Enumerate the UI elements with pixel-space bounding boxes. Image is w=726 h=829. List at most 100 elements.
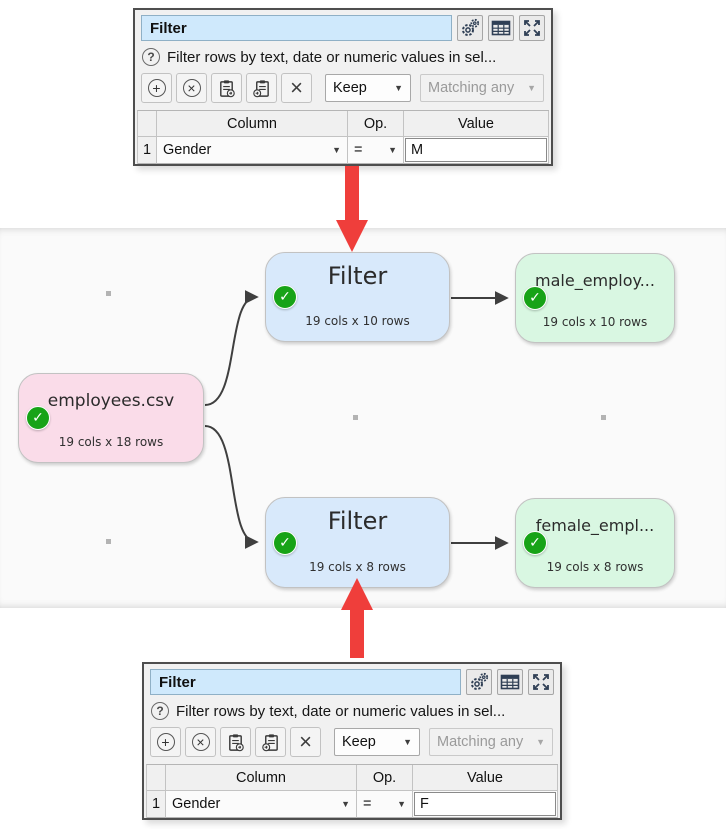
grid-dot — [353, 415, 358, 420]
node-filter-male[interactable]: ✓ Filter 19 cols x 10 rows — [265, 252, 450, 342]
node-size-label: 19 cols x 18 rows — [58, 435, 164, 449]
plus-circle-icon: + — [147, 79, 166, 97]
column-select[interactable]: Gender ▼ — [157, 137, 348, 164]
panel-help-row: ? Filter rows by text, date or numeric v… — [144, 699, 560, 726]
expand-button[interactable] — [528, 669, 554, 695]
node-employees-csv[interactable]: ✓ employees.csv 19 cols x 18 rows — [18, 373, 204, 463]
keep-remove-select[interactable]: Keep ▼ — [325, 74, 411, 102]
node-size-label: 19 cols x 10 rows — [542, 315, 648, 329]
node-title: female_empl... — [535, 516, 655, 535]
grid-dot — [601, 415, 606, 420]
show-table-button[interactable] — [488, 15, 514, 41]
panel-titlebar: Filter — [135, 10, 551, 45]
copy-rows-button[interactable] — [220, 727, 251, 757]
grid-dot — [106, 539, 111, 544]
add-row-button[interactable]: + — [141, 73, 172, 103]
op-select-value: = — [363, 796, 372, 812]
column-select[interactable]: Gender ▼ — [166, 791, 357, 818]
expand-button[interactable] — [519, 15, 545, 41]
op-select[interactable]: = ▼ — [357, 791, 413, 818]
keep-remove-value: Keep — [342, 734, 376, 750]
add-row-button[interactable]: + — [150, 727, 181, 757]
node-size-label: 19 cols x 8 rows — [546, 560, 644, 574]
corner-header — [138, 111, 157, 137]
node-female-employees[interactable]: ✓ female_empl... 19 cols x 8 rows — [515, 498, 675, 588]
node-title: employees.csv — [47, 391, 175, 411]
filter-panel-bottom: Filter — [142, 662, 562, 820]
remove-row-button[interactable]: × — [176, 73, 207, 103]
matching-select-disabled: Matching any ▼ — [429, 728, 553, 756]
node-name-input[interactable]: Filter — [150, 669, 461, 695]
paste-clipboard-icon — [262, 733, 278, 751]
settings-button[interactable] — [457, 15, 483, 41]
panel-titlebar: Filter — [144, 664, 560, 699]
chevron-down-icon: ▼ — [394, 83, 403, 93]
expand-arrows-icon — [533, 674, 549, 690]
x-icon: × — [299, 729, 312, 754]
show-table-button[interactable] — [497, 669, 523, 695]
gears-icon — [462, 18, 480, 36]
matching-value: Matching any — [428, 80, 515, 96]
chevron-down-icon: ▼ — [341, 799, 350, 809]
plus-circle-icon: + — [156, 733, 175, 751]
value-cell: F — [413, 791, 558, 818]
column-select-value: Gender — [172, 796, 221, 812]
op-select[interactable]: = ▼ — [348, 137, 404, 164]
keep-remove-select[interactable]: Keep ▼ — [334, 728, 420, 756]
value-header: Value — [413, 765, 558, 791]
delete-all-button[interactable]: × — [290, 727, 321, 757]
filter-panel-top: Filter — [133, 8, 553, 166]
node-filter-female[interactable]: ✓ Filter 19 cols x 8 rows — [265, 497, 450, 588]
help-icon[interactable]: ? — [151, 702, 169, 720]
x-circle-icon: × — [191, 733, 210, 751]
corner-header — [147, 765, 166, 791]
value-input[interactable]: F — [414, 792, 556, 816]
filter-terms-table: Column Op. Value 1 Gender ▼ = ▼ F — [146, 764, 558, 818]
check-icon: ✓ — [523, 286, 547, 310]
table-icon — [500, 674, 520, 690]
node-name-input[interactable]: Filter — [141, 15, 452, 41]
chevron-down-icon: ▼ — [332, 145, 341, 155]
keep-remove-value: Keep — [333, 80, 367, 96]
column-header: Column — [157, 111, 348, 137]
row-number[interactable]: 1 — [138, 137, 157, 164]
expand-arrows-icon — [524, 20, 540, 36]
node-title: Filter — [327, 507, 388, 535]
node-title: Filter — [327, 262, 388, 290]
node-male-employees[interactable]: ✓ male_employ... 19 cols x 10 rows — [515, 253, 675, 343]
grid-dot — [106, 291, 111, 296]
copy-rows-button[interactable] — [211, 73, 242, 103]
paste-rows-button[interactable] — [246, 73, 277, 103]
panel-help-row: ? Filter rows by text, date or numeric v… — [135, 45, 551, 72]
panel-toolbar: + × — [144, 726, 560, 764]
node-size-label: 19 cols x 10 rows — [305, 314, 410, 328]
annotation-arrow-down — [336, 166, 368, 252]
check-icon: ✓ — [273, 285, 297, 309]
check-icon: ✓ — [523, 531, 547, 555]
x-icon: × — [290, 75, 303, 100]
chevron-down-icon: ▼ — [536, 737, 545, 747]
filter-terms-table: Column Op. Value 1 Gender ▼ = ▼ M — [137, 110, 549, 164]
value-input[interactable]: M — [405, 138, 547, 162]
table-icon — [491, 20, 511, 36]
help-text: Filter rows by text, date or numeric val… — [167, 48, 497, 66]
x-circle-icon: × — [182, 79, 201, 97]
remove-row-button[interactable]: × — [185, 727, 216, 757]
copy-clipboard-icon — [220, 79, 235, 97]
settings-button[interactable] — [466, 669, 492, 695]
check-icon: ✓ — [26, 406, 50, 430]
matching-value: Matching any — [437, 734, 524, 750]
chevron-down-icon: ▼ — [403, 737, 412, 747]
value-header: Value — [404, 111, 549, 137]
annotation-arrow-up — [341, 578, 373, 658]
check-icon: ✓ — [273, 530, 297, 555]
delete-all-button[interactable]: × — [281, 73, 312, 103]
row-number[interactable]: 1 — [147, 791, 166, 818]
chevron-down-icon: ▼ — [388, 145, 397, 155]
help-icon[interactable]: ? — [142, 48, 160, 66]
paste-rows-button[interactable] — [255, 727, 286, 757]
op-header: Op. — [357, 765, 413, 791]
op-select-value: = — [354, 142, 363, 158]
op-header: Op. — [348, 111, 404, 137]
